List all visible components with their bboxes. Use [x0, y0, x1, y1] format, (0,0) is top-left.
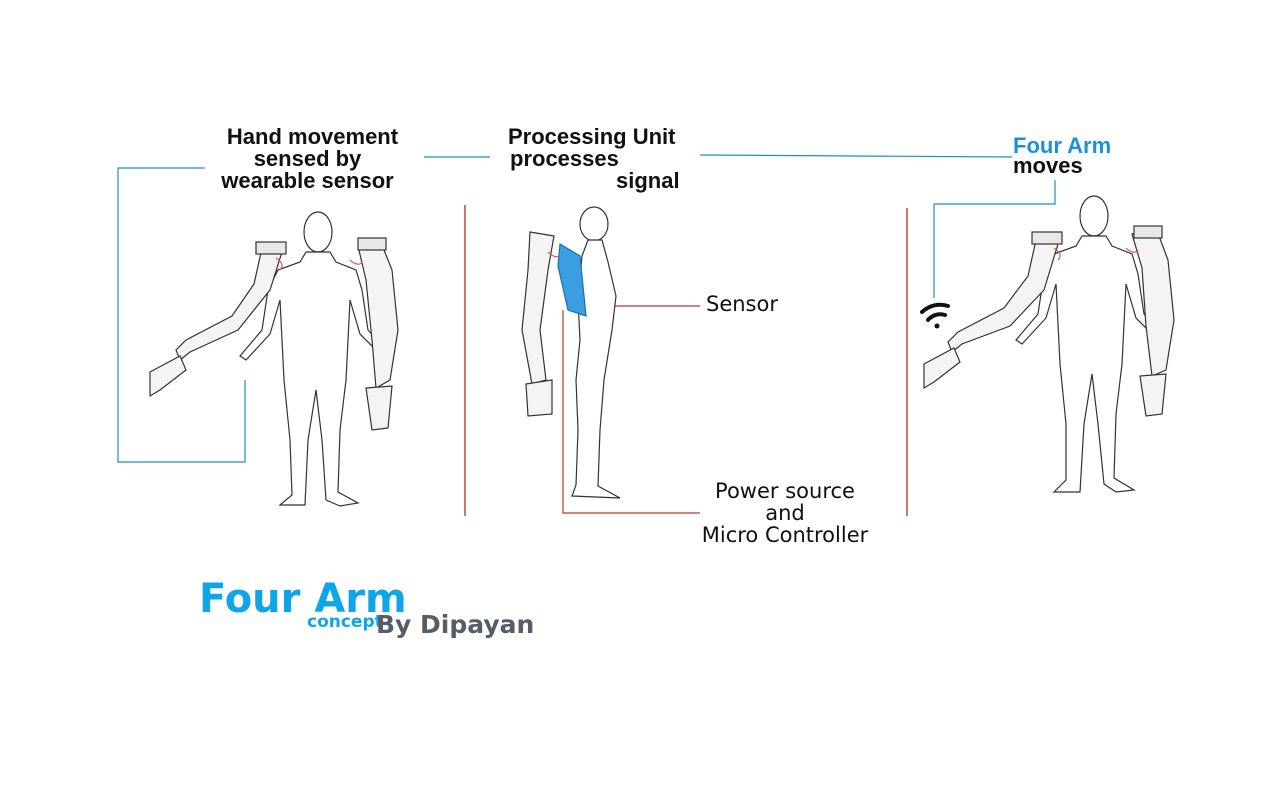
step-process-heading: Processing Unit processes signal	[506, 126, 696, 192]
wifi-icon	[920, 302, 950, 329]
figure-front-right	[923, 195, 1175, 493]
power-source-line2: and	[765, 501, 805, 525]
power-source-label: Power source and Micro Controller	[700, 480, 870, 546]
step-process-line1: Processing Unit	[508, 124, 676, 149]
power-source-line1: Power source	[715, 479, 855, 503]
step-sense-heading: Hand movement sensed by wearable sensor	[210, 126, 415, 192]
step-move-line2: moves	[1013, 153, 1083, 178]
power-source-line3: Micro Controller	[701, 523, 869, 547]
footer-concept: concept	[307, 612, 383, 632]
sensor-label: Sensor	[706, 292, 778, 316]
step-move-line1: Four Arm	[1013, 133, 1112, 158]
figure-side	[521, 206, 621, 499]
step-sense-line2: sensed by	[253, 146, 362, 171]
step-sense-line1: Hand movement	[226, 124, 399, 149]
figure-front-left	[149, 211, 399, 507]
step-sense-line3: wearable sensor	[221, 168, 394, 193]
step-move-heading: Four Arm moves	[1013, 133, 1173, 178]
step-process-line3: signal	[616, 168, 680, 193]
footer-author: By Dipayan	[376, 610, 535, 639]
step-process-line2: processes	[510, 146, 619, 171]
footer-title: Four Arm	[199, 576, 407, 622]
section-dividers	[464, 205, 908, 516]
connector-lines	[117, 154, 1056, 463]
